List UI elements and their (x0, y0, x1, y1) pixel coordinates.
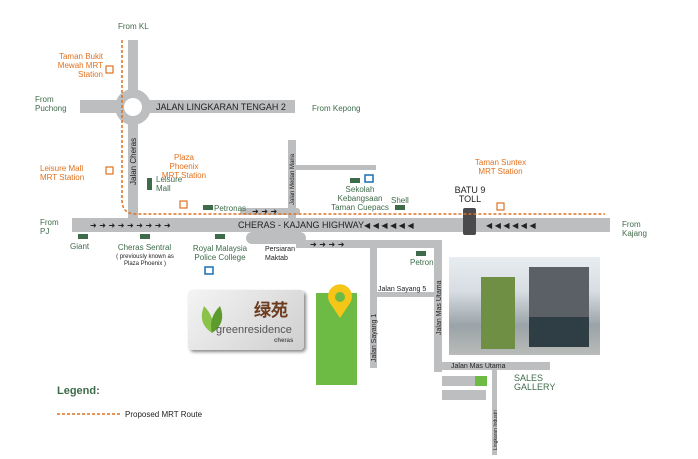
mrt-plaza-phoenix: Plaza Phoenix MRT Station (161, 153, 207, 180)
sales-block (442, 376, 486, 386)
from-puchong: From Puchong (35, 95, 67, 113)
landmark-petronas: Petronas (214, 204, 247, 213)
mrt-station-icons (105, 65, 505, 211)
road-sekolah (296, 165, 376, 170)
landmark-sekolah: Sekolah Kebangsaan Taman Cuepacs (331, 185, 389, 212)
arrows-loop: ➜ ➜ ➜ ➜ (310, 240, 345, 249)
road-label-highway: CHERAS - KAJANG HIGHWAY (238, 220, 365, 230)
school-icons (204, 174, 374, 275)
mrt-suntex: Taman Suntex MRT Station (474, 158, 527, 176)
logo-chinese-name: 绿苑 (254, 301, 288, 320)
road-sayang-5 (377, 292, 434, 297)
legend-mrt-route: Proposed MRT Route (125, 410, 203, 419)
road-label-mas-utama-h: Jalan Mas Utama (451, 363, 506, 370)
logo-sub: cheras (274, 338, 294, 344)
road-label-mas-utama-v: Jalan Mas Utama (436, 280, 443, 335)
arrows-westbound-2: ◀ ◀ ◀ ◀ ◀ ◀ (486, 221, 536, 230)
landmark-petron: Petron (410, 258, 434, 267)
mrt-leisure-mall: Leisure Mall MRT Station (40, 164, 85, 182)
landmark-leisure-mall: Leisure Mall (156, 175, 183, 193)
sales-gallery-label: SALES GALLERY (514, 373, 556, 392)
road-mas-utama-v (434, 240, 442, 372)
road-medan-maria (288, 140, 296, 240)
arrows-eastbound: ➜ ➜ ➜ ➜ ➜ ➜ ➜ ➜ ➜ (90, 221, 171, 230)
toll-label: BATU 9 TOLL (454, 185, 486, 204)
arrows-westbound-1: ◀ ◀ ◀ ◀ ◀ ◀ (364, 221, 414, 230)
road-label-lingkaran: JALAN LINGKARAN TENGAH 2 (156, 102, 286, 112)
sales-block-2 (442, 390, 486, 400)
road-lingkaran-industri (492, 370, 497, 455)
road-loop (296, 240, 442, 248)
landmark-giant: Giant (70, 242, 90, 251)
road-jalan-cheras (128, 40, 138, 228)
traffic-arrows: ➜ ➜ ➜ ➜ ➜ ➜ ➜ ➜ ➜ ➜ ➜ ➜ ➜ ➜ ➜ ➜ ◀ ◀ ◀ ◀ … (90, 207, 536, 249)
road-label-industri: Lingkaran Industri (493, 410, 499, 450)
toll-booth (463, 208, 476, 235)
mrt-route (121, 40, 605, 215)
legend-title: Legend: (57, 385, 100, 397)
from-pj: From PJ (40, 218, 59, 236)
sales-gallery-photo (449, 257, 600, 355)
road-label-persiaran: Persiaran Maktab (265, 246, 295, 262)
landmark-shell: Shell (391, 196, 409, 205)
arrows-slip: ➜ ➜ ➜ (252, 207, 277, 216)
landmark-cheras-sentral: Cheras Sentral (117, 243, 172, 252)
road-sayang-1 (370, 245, 377, 368)
sales-gallery-plot (475, 376, 487, 386)
road-label-sayang5: Jalan Sayang 5 (378, 286, 427, 293)
landmark-cheras-sentral-note: ( previously known as Plaza Phoenix ) (116, 254, 174, 267)
mrt-bukit-mewah: Taman Bukit Mewah MRT Station (57, 52, 103, 79)
location-pin-icon (328, 284, 353, 318)
road-mas-utama-h (434, 362, 550, 370)
from-kl: From KL (118, 22, 149, 31)
landmark-markers (78, 178, 426, 256)
landmark-police-college: Royal Malaysia Police College (192, 244, 248, 262)
from-kepong: From Kepong (312, 104, 361, 113)
from-kajang: From Kajang (622, 220, 647, 238)
road-label-sayang1: Jalan Sayang 1 (371, 313, 378, 362)
leaf-logo-icon (201, 306, 223, 333)
logo-name: greenresidence (216, 324, 292, 336)
road-label-medan-maria: Jalan Medan Maria (290, 153, 296, 205)
road-label-cheras: Jalan Cheras (129, 137, 138, 185)
road-persiaran-maktab (246, 232, 306, 244)
green-residence-logo: 绿苑 greenresidence cheras (188, 290, 304, 350)
